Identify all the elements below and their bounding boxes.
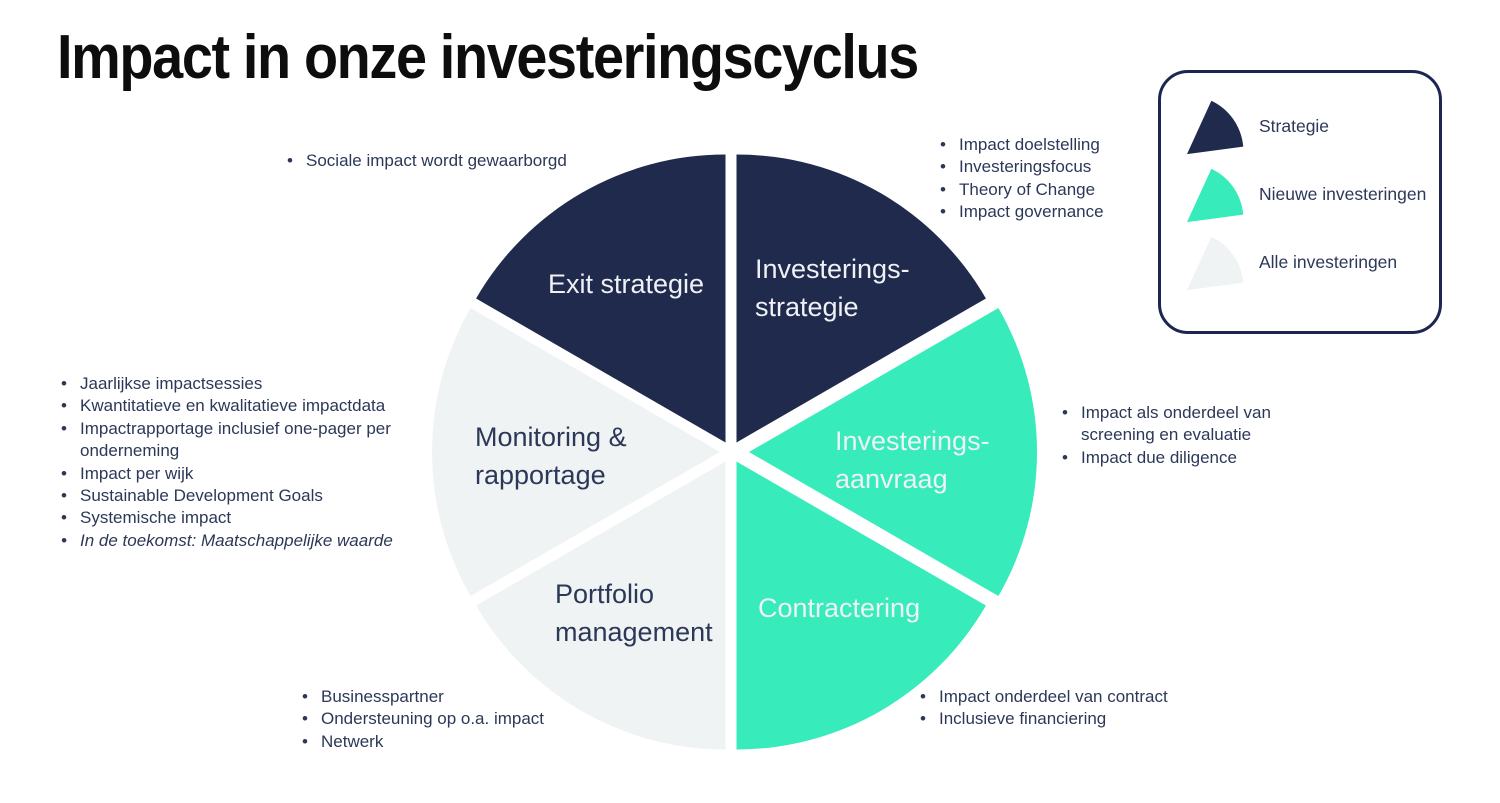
list-item: Ondersteuning op o.a. impact bbox=[300, 708, 544, 731]
page-title: Impact in onze investeringscyclus bbox=[57, 23, 919, 92]
list-item: Sociale impact wordt gewaarborgd bbox=[285, 150, 567, 173]
notes-investeringsaanvraag: Impact als onderdeel van screening en ev… bbox=[1060, 402, 1298, 470]
legend-label: Alle investeringen bbox=[1259, 251, 1398, 272]
wedge-shape bbox=[1187, 100, 1244, 155]
pie-slice-contractering bbox=[736, 461, 986, 750]
slice-label-investeringsstrategie: Investerings- strategie bbox=[755, 250, 910, 326]
notes-exit-strategie: Sociale impact wordt gewaarborgd bbox=[285, 150, 567, 173]
list-item: Netwerk bbox=[300, 731, 544, 754]
wedge-shape bbox=[1187, 168, 1244, 223]
list-item: Investeringsfocus bbox=[938, 156, 1104, 179]
bullet-list: Impact doelstellingInvesteringsfocusTheo… bbox=[938, 134, 1104, 224]
slice-label-line: Contractering bbox=[758, 593, 921, 623]
list-item: Impactrapportage inclusief one-pager per… bbox=[59, 418, 431, 463]
bullet-list: BusinesspartnerOndersteuning op o.a. imp… bbox=[300, 686, 544, 754]
slice-label-line: Portfolio bbox=[555, 579, 655, 609]
list-item: Businesspartner bbox=[300, 686, 544, 709]
legend-row-strategie: Strategie bbox=[1181, 95, 1329, 157]
slice-label-line: Investerings- bbox=[835, 426, 990, 456]
list-item: Impact als onderdeel van screening en ev… bbox=[1060, 402, 1298, 447]
bullet-list: Sociale impact wordt gewaarborgd bbox=[285, 150, 567, 173]
pie-wedge-icon bbox=[1187, 100, 1244, 155]
slice-label-line: Exit strategie bbox=[548, 269, 705, 299]
pie-slice-investeringsaanvraag bbox=[749, 308, 1038, 596]
bullet-list: Impact als onderdeel van screening en ev… bbox=[1060, 402, 1298, 470]
list-item: In de toekomst: Maatschappelijke waarde bbox=[59, 530, 431, 553]
slice-label-line: Investerings- bbox=[755, 254, 910, 284]
bullet-list: Impact onderdeel van contractInclusieve … bbox=[918, 686, 1168, 731]
list-item: Sustainable Development Goals bbox=[59, 485, 431, 508]
list-item: Kwantitatieve en kwalitatieve impactdata bbox=[59, 395, 431, 418]
notes-contractering: Impact onderdeel van contractInclusieve … bbox=[918, 686, 1168, 731]
slice-label-line: strategie bbox=[755, 292, 859, 322]
list-item: Theory of Change bbox=[938, 179, 1104, 202]
legend-label: Strategie bbox=[1259, 115, 1330, 136]
wedge-shape bbox=[1187, 236, 1244, 291]
legend-label: Nieuwe investeringen bbox=[1259, 183, 1427, 204]
slice-label-exit-strategie: Exit strategie bbox=[548, 265, 704, 303]
legend-row-nieuwe-investeringen: Nieuwe investeringen bbox=[1181, 163, 1426, 225]
slice-label-line: aanvraag bbox=[835, 464, 948, 494]
pie-wedge-icon bbox=[1187, 168, 1244, 223]
slice-label-contractering: Contractering bbox=[758, 589, 920, 627]
slice-label-line: rapportage bbox=[475, 460, 606, 490]
pie-slice-investeringsstrategie bbox=[736, 154, 986, 443]
list-item: Systemische impact bbox=[59, 507, 431, 530]
slice-label-portfolio-management: Portfolio management bbox=[555, 575, 713, 651]
notes-investeringsstrategie: Impact doelstellingInvesteringsfocusTheo… bbox=[938, 134, 1104, 224]
pie-slice-exit-strategie bbox=[476, 154, 726, 443]
slice-label-investeringsaanvraag: Investerings- aanvraag bbox=[835, 422, 990, 498]
pie-slice-monitoring-rapportage bbox=[431, 308, 720, 596]
notes-portfolio-management: BusinesspartnerOndersteuning op o.a. imp… bbox=[300, 686, 544, 754]
list-item: Inclusieve financiering bbox=[918, 708, 1168, 731]
list-item: Impact doelstelling bbox=[938, 134, 1104, 157]
list-item: Jaarlijkse impactsessies bbox=[59, 373, 431, 396]
bullet-list: Jaarlijkse impactsessiesKwantitatieve en… bbox=[59, 373, 431, 553]
list-item: Impact governance bbox=[938, 201, 1104, 224]
list-item: Impact onderdeel van contract bbox=[918, 686, 1168, 709]
slice-label-line: management bbox=[555, 617, 713, 647]
pie-slice-portfolio-management bbox=[476, 461, 726, 750]
slice-label-line: Monitoring & bbox=[475, 422, 627, 452]
legend-row-alle-investeringen: Alle investeringen bbox=[1181, 231, 1397, 293]
slice-label-monitoring-rapportage: Monitoring & rapportage bbox=[475, 418, 627, 494]
list-item: Impact due diligence bbox=[1060, 447, 1298, 470]
notes-monitoring-rapportage: Jaarlijkse impactsessiesKwantitatieve en… bbox=[59, 373, 431, 553]
legend: Strategie Nieuwe investeringen Alle inve… bbox=[1158, 70, 1442, 334]
pie-wedge-icon bbox=[1187, 236, 1244, 291]
list-item: Impact per wijk bbox=[59, 463, 431, 486]
